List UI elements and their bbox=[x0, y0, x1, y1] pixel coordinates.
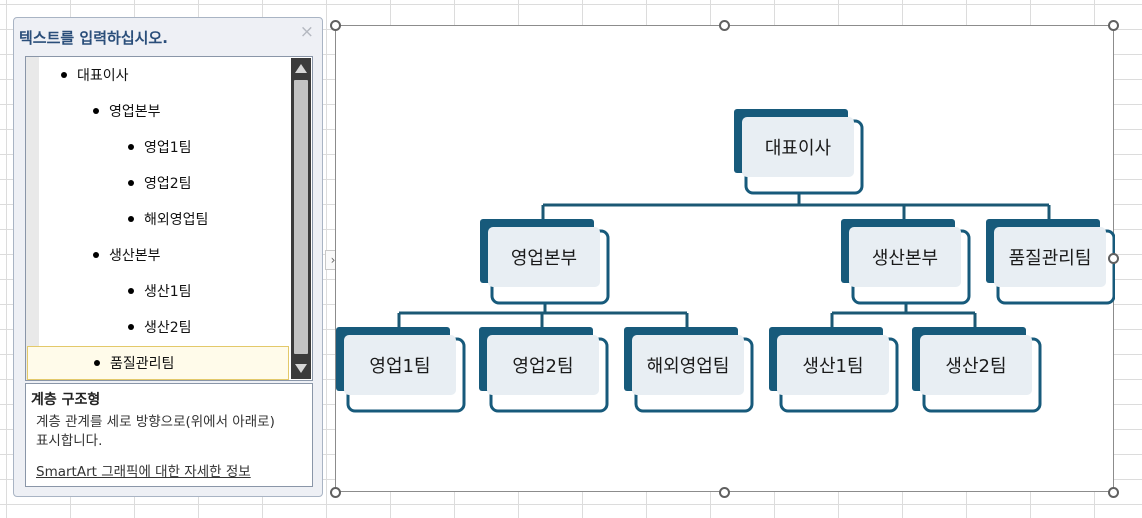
node-inner-shape bbox=[344, 335, 456, 395]
list-item-label: 영업1팀 bbox=[144, 140, 192, 156]
node-inner-shape bbox=[777, 335, 889, 395]
close-icon[interactable]: × bbox=[299, 22, 314, 42]
list-item-label: 영업2팀 bbox=[144, 176, 192, 192]
org-node-prod1 bbox=[769, 327, 899, 413]
description-text: 계층 관계를 세로 방향으로(위에서 아래로) 표시합니다. bbox=[36, 414, 275, 449]
list-gutter bbox=[26, 57, 39, 380]
bullet-icon bbox=[93, 108, 99, 114]
resize-handle-middle-right[interactable] bbox=[1108, 253, 1119, 264]
node-inner-shape bbox=[920, 335, 1032, 395]
description-title: 계층 구조형 bbox=[31, 392, 101, 408]
bullet-icon bbox=[93, 252, 99, 258]
resize-handle-bottom-middle[interactable] bbox=[719, 487, 730, 498]
scroll-up-icon[interactable] bbox=[295, 64, 307, 73]
org-node-sales2 bbox=[479, 327, 609, 413]
org-node-qc bbox=[986, 219, 1115, 305]
list-item-label: 생산2팀 bbox=[144, 320, 192, 336]
org-node-label[interactable]: 생산2팀 bbox=[945, 356, 1007, 377]
org-node-label[interactable]: 영업2팀 bbox=[512, 356, 574, 377]
org-node-prod bbox=[841, 219, 971, 305]
pane-title: 텍스트를 입력하십시오. bbox=[19, 29, 168, 47]
bullet-icon bbox=[61, 72, 67, 78]
bullet-icon bbox=[128, 180, 134, 186]
list-item[interactable]: 영업본부 bbox=[93, 94, 161, 128]
org-node-prod2 bbox=[912, 327, 1042, 413]
description-box: 계층 구조형 계층 관계를 세로 방향으로(위에서 아래로) 표시합니다. Sm… bbox=[25, 383, 313, 487]
scroll-down-icon[interactable] bbox=[295, 364, 307, 373]
list-item[interactable]: 영업2팀 bbox=[128, 166, 192, 200]
list-item[interactable]: 생산본부 bbox=[93, 238, 161, 272]
node-inner-shape bbox=[632, 335, 744, 395]
list-item[interactable]: 생산1팀 bbox=[128, 274, 192, 308]
org-node-label[interactable]: 생산본부 bbox=[871, 248, 939, 269]
scrollbar[interactable] bbox=[291, 58, 311, 379]
resize-handle-top-left[interactable] bbox=[330, 20, 341, 31]
bullet-icon bbox=[128, 144, 134, 150]
list-item-label: 품질관리팀 bbox=[110, 356, 175, 372]
list-item[interactable]: 대표이사 bbox=[61, 58, 129, 92]
list-item-label: 해외영업팀 bbox=[144, 212, 209, 228]
bullet-icon bbox=[128, 216, 134, 222]
node-inner-shape bbox=[994, 227, 1106, 287]
list-item[interactable]: 품질관리팀 bbox=[27, 346, 289, 380]
scroll-thumb[interactable] bbox=[294, 80, 308, 354]
org-node-ceo bbox=[734, 109, 864, 195]
list-item[interactable]: 생산2팀 bbox=[128, 310, 192, 344]
list-item[interactable]: 영업1팀 bbox=[128, 130, 192, 164]
list-item[interactable]: 해외영업팀 bbox=[128, 202, 208, 236]
node-inner-shape bbox=[742, 117, 854, 177]
resize-handle-bottom-right[interactable] bbox=[1108, 487, 1119, 498]
node-inner-shape bbox=[849, 227, 961, 287]
org-node-label[interactable]: 영업1팀 bbox=[369, 356, 431, 377]
org-node-label[interactable]: 생산1팀 bbox=[802, 356, 864, 377]
node-inner-shape bbox=[488, 227, 600, 287]
org-node-overseas bbox=[624, 327, 754, 413]
org-node-sales1 bbox=[336, 327, 466, 413]
list-item-label: 영업본부 bbox=[109, 104, 161, 120]
node-inner-shape bbox=[487, 335, 599, 395]
resize-handle-top-middle[interactable] bbox=[719, 20, 730, 31]
bullet-icon bbox=[94, 360, 100, 366]
org-node-sales bbox=[480, 219, 610, 305]
resize-handle-top-right[interactable] bbox=[1108, 20, 1119, 31]
more-info-link[interactable]: SmartArt 그래픽에 대한 자세한 정보 bbox=[36, 464, 251, 480]
resize-handle-bottom-left[interactable] bbox=[330, 487, 341, 498]
org-node-label[interactable]: 대표이사 bbox=[764, 138, 832, 159]
bullet-icon bbox=[128, 324, 134, 330]
org-node-label[interactable]: 해외영업팀 bbox=[646, 356, 730, 377]
list-item-label: 생산1팀 bbox=[144, 284, 192, 300]
org-node-label[interactable]: 품질관리팀 bbox=[1008, 248, 1092, 269]
org-chart-svg bbox=[336, 109, 1115, 413]
bullet-icon bbox=[128, 288, 134, 294]
list-item-label: 대표이사 bbox=[77, 68, 129, 84]
org-node-label[interactable]: 영업본부 bbox=[510, 248, 578, 269]
list-item-label: 생산본부 bbox=[109, 248, 161, 264]
